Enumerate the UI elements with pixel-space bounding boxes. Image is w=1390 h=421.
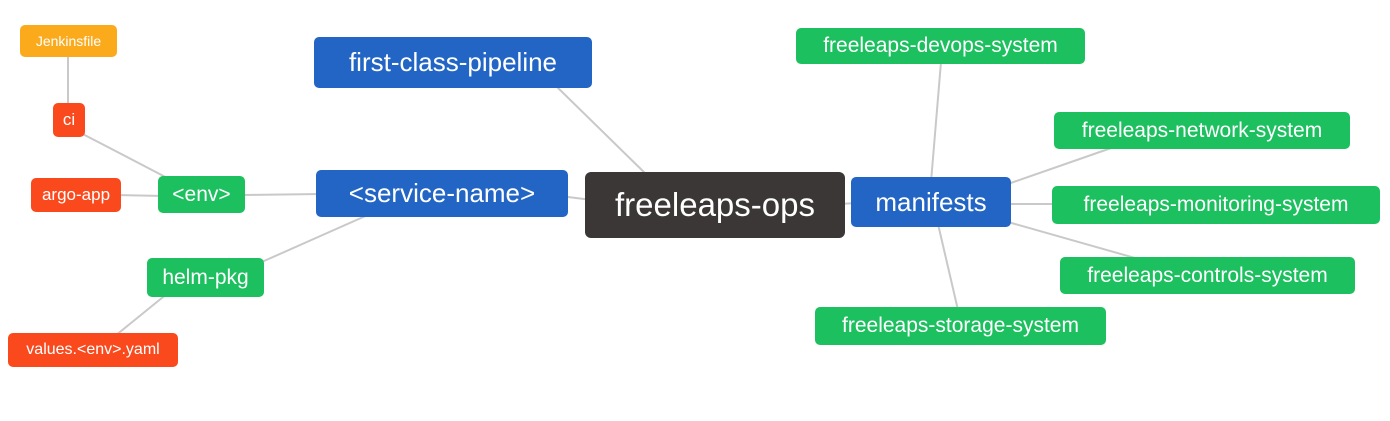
node-values-env-yaml[interactable]: values.<env>.yaml	[8, 333, 178, 367]
node-argo-app[interactable]: argo-app	[31, 178, 121, 212]
node-freeleaps-controls-system[interactable]: freeleaps-controls-system	[1060, 257, 1355, 294]
edge-manifests-controls-system	[1007, 221, 1143, 261]
node-env[interactable]: <env>	[158, 176, 245, 213]
edge-env-service-name	[239, 193, 323, 196]
node-freeleaps-ops[interactable]: freeleaps-ops	[585, 172, 845, 238]
edge-argo-app-env	[114, 194, 166, 197]
edge-values-helm-pkg	[114, 292, 169, 337]
node-freeleaps-storage-system[interactable]: freeleaps-storage-system	[815, 307, 1106, 345]
edge-ci-env	[74, 129, 176, 183]
edge-pipeline-freeleaps-ops	[554, 84, 651, 179]
node-freeleaps-devops-system[interactable]: freeleaps-devops-system	[796, 28, 1085, 64]
node-ci[interactable]: ci	[53, 103, 85, 137]
node-service-name[interactable]: <service-name>	[316, 170, 568, 217]
edge-manifests-network-system	[1007, 145, 1118, 185]
node-freeleaps-monitoring-system[interactable]: freeleaps-monitoring-system	[1052, 186, 1380, 224]
node-helm-pkg[interactable]: helm-pkg	[147, 258, 264, 297]
node-manifests[interactable]: manifests	[851, 177, 1011, 227]
node-first-class-pipeline[interactable]: first-class-pipeline	[314, 37, 592, 88]
node-jenkinsfile[interactable]: Jenkinsfile	[20, 25, 117, 57]
edge-manifests-storage-system	[937, 223, 959, 311]
node-freeleaps-network-system[interactable]: freeleaps-network-system	[1054, 112, 1350, 149]
edge-manifests-devops-system	[930, 61, 942, 183]
edge-helm-pkg-service-name	[254, 213, 371, 266]
